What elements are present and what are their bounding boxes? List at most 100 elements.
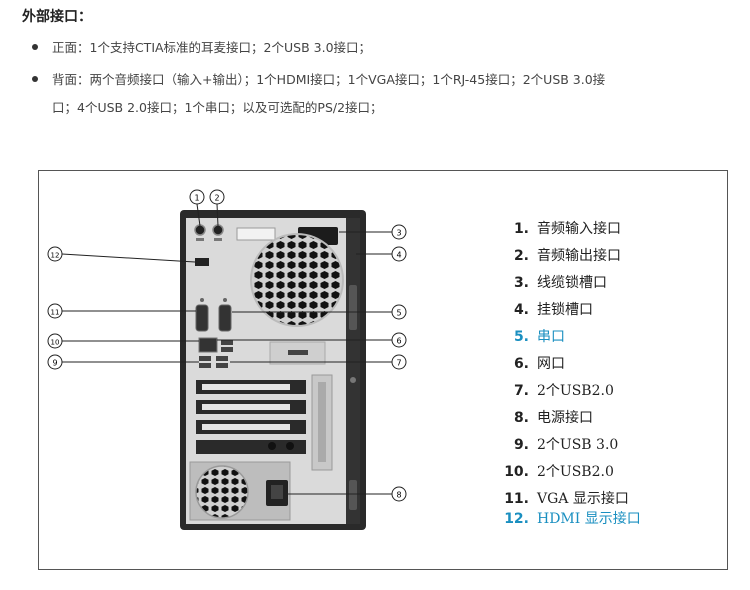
legend-label: 电源接口: [537, 410, 593, 426]
bullet-front-ports: 正面：1个支持CTIA标准的耳麦接口；2个USB 3.0接口；: [32, 34, 372, 61]
legend-number: 7.: [513, 383, 529, 399]
legend-item: 9. 2个USB 3.0: [495, 434, 715, 458]
bullet-dot: [32, 76, 38, 82]
slot-port: [286, 442, 294, 450]
bullet-rear-ports: 背面：两个音频接口（输入+输出）；1个HDMI接口；1个VGA接口；1个RJ-4…: [32, 66, 606, 93]
callout-8: [391, 486, 407, 502]
legend-number: 5.: [513, 329, 529, 345]
legend-item: 3. 线缆锁槽口: [495, 272, 715, 296]
legend-label: 2个USB2.0: [537, 383, 614, 399]
callout-9-label: 9: [52, 359, 57, 368]
callout-2-label: 2: [214, 194, 219, 203]
callout-1-label: 1: [194, 194, 199, 203]
legend-label: 音频输入接口: [537, 221, 621, 237]
power-socket-pins: [271, 485, 283, 499]
audio-out-jack: [212, 224, 224, 236]
serial-port: [218, 304, 232, 332]
legend-number: 11.: [504, 491, 529, 507]
legend-label: 音频输出接口: [537, 248, 621, 264]
callout-7-label: 7: [396, 359, 401, 368]
legend-item: 2. 音频输出接口: [495, 245, 715, 269]
callout-12-label: 12: [51, 252, 60, 260]
callout-9: [47, 354, 63, 370]
legend-item: 11. VGA 显示接口: [495, 488, 715, 512]
usb-port: [199, 363, 211, 368]
usb-port: [216, 356, 228, 361]
legend-item: 1.音频输入接口: [495, 218, 715, 242]
rail-screw: [350, 377, 356, 383]
legend-item: 6.网口: [495, 353, 715, 377]
slot-cover: [202, 424, 290, 430]
legend-number: 4.: [513, 302, 529, 318]
slot-latch: [318, 382, 326, 462]
slot-cover: [202, 404, 290, 410]
callout-1: [189, 189, 205, 205]
slot-port: [268, 442, 276, 450]
screw: [200, 298, 204, 302]
callout-11-label: 11: [51, 309, 60, 317]
legend-number: 2.: [513, 248, 529, 264]
rj45-port: [198, 337, 218, 353]
callout-4-label: 4: [396, 251, 401, 260]
callout-7: [391, 354, 407, 370]
bullet-continuation: 口；4个USB 2.0接口；1个串口；以及可选配的PS/2接口；: [52, 100, 383, 115]
legend-label: 2个USB 3.0: [537, 437, 619, 453]
rail-latch: [349, 480, 357, 510]
legend-number: 8.: [513, 410, 529, 426]
screw: [223, 298, 227, 302]
bullet-dot: [32, 44, 38, 50]
legend-item: 7. 2个USB2.0: [495, 380, 715, 404]
callout-6-label: 6: [396, 337, 401, 346]
section-heading: 外部接口：: [22, 9, 92, 25]
callouts: 1 2 3 4 5 6 7 8 9 10 11 12: [47, 189, 407, 502]
callout-12: [47, 246, 63, 262]
legend-label: VGA 显示接口: [537, 491, 629, 507]
rail-latch: [349, 285, 357, 330]
case-side-rail: [346, 218, 360, 524]
callout-10-label: 10: [51, 339, 60, 347]
callout-10: [47, 333, 63, 349]
usb-port: [221, 347, 233, 352]
callout-3: [391, 224, 407, 240]
audio-in-jack: [194, 224, 206, 236]
legend-number: 10.: [504, 464, 529, 480]
callout-11: [47, 303, 63, 319]
callout-8-label: 8: [396, 491, 401, 500]
rear-fan-grille: [250, 233, 344, 327]
jack-label: [196, 238, 204, 241]
bullet-text: 正面：1个支持CTIA标准的耳麦接口；2个USB 3.0接口；: [52, 40, 372, 55]
slot-cover: [202, 384, 290, 390]
usb-port: [221, 340, 233, 345]
legend-number: 12.: [504, 511, 529, 527]
optional-port: [288, 350, 308, 355]
legend-number: 3.: [513, 275, 529, 291]
legend-label: 串口: [537, 329, 565, 345]
usb-port: [216, 363, 228, 368]
callout-6: [391, 332, 407, 348]
vga-port: [195, 304, 209, 332]
bullet-text: 背面：两个音频接口（输入+输出）；1个HDMI接口；1个VGA接口；1个RJ-4…: [52, 72, 606, 87]
callout-2: [209, 189, 225, 205]
leader-lines: [61, 203, 392, 495]
legend-label: 挂锁槽口: [537, 302, 593, 318]
callout-3-label: 3: [396, 229, 401, 238]
legend-number: 9.: [513, 437, 529, 453]
callout-4: [391, 246, 407, 262]
legend-item: 5. 串口: [495, 326, 715, 350]
psu-fan-grille: [195, 465, 249, 519]
label-plate: [236, 227, 276, 241]
diagram-frame: [38, 170, 728, 570]
legend-label: 2个USB2.0: [537, 464, 614, 480]
callout-5-label: 5: [396, 309, 401, 318]
legend-item: 8. 电源接口: [495, 407, 715, 431]
usb-port: [199, 356, 211, 361]
legend-item: 12. HDMI 显示接口: [495, 508, 715, 532]
legend-item: 10. 2个USB2.0: [495, 461, 715, 485]
legend-label: HDMI 显示接口: [537, 511, 641, 527]
hdmi-port: [195, 258, 209, 266]
legend-number: 6.: [513, 356, 529, 372]
callout-5: [391, 304, 407, 320]
expansion-slot: [196, 440, 306, 454]
legend-label: 线缆锁槽口: [537, 275, 607, 291]
